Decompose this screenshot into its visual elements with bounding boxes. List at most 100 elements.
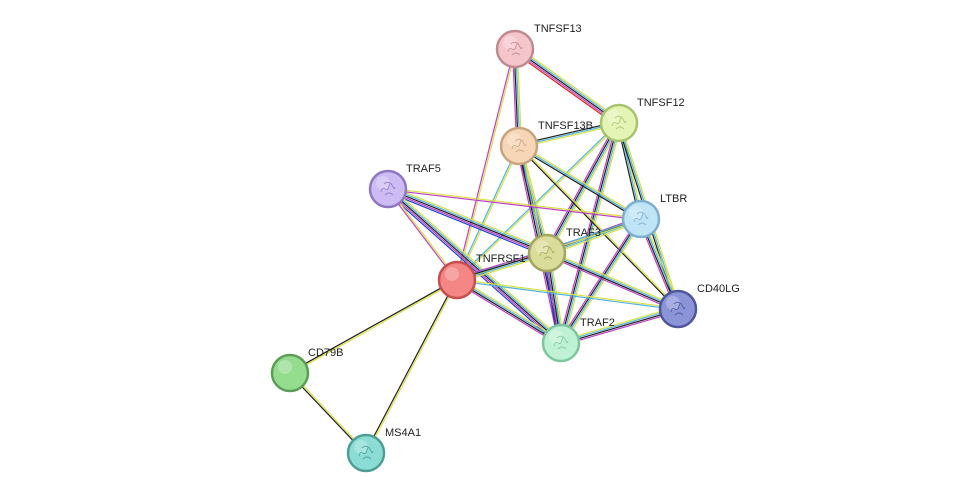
node-highlight	[549, 330, 563, 344]
node-label-tnfsf12: TNFSF12	[637, 97, 685, 109]
node-ms4a1[interactable]: MS4A1	[346, 427, 421, 473]
edge-evidence-line	[455, 281, 561, 346]
edge-tnfsf12-tnfrsf1[interactable]	[456, 121, 620, 282]
edge-evidence-line	[517, 146, 641, 221]
edge-evidence-line	[548, 123, 622, 255]
edge-evidence-line	[366, 280, 459, 454]
edge-evidence-line	[561, 309, 679, 345]
edge-tnfrsf1-traf2[interactable]	[455, 277, 563, 346]
edge-evidence-line	[545, 254, 678, 312]
node-tnfrsf1[interactable]: TNFRSF1	[437, 253, 526, 300]
node-tnfsf13[interactable]: TNFSF13	[495, 23, 582, 69]
edge-evidence-line	[559, 122, 619, 343]
edge-evidence-line	[389, 186, 564, 342]
edge-evidence-line	[364, 279, 457, 453]
edge-evidence-line	[562, 219, 644, 345]
node-highlight	[629, 206, 643, 220]
edge-traf5-traf3[interactable]	[386, 185, 549, 257]
edge-evidence-line	[558, 217, 640, 343]
edge-evidence-line	[457, 278, 679, 309]
edge-evidence-line	[513, 49, 619, 125]
node-label-tnfsf13b: TNFSF13B	[538, 120, 593, 132]
edge-evidence-line	[545, 122, 619, 253]
edge-evidence-line	[387, 188, 562, 344]
edge-tnfrsf1-cd79b[interactable]	[289, 278, 458, 375]
edge-evidence-line	[290, 280, 458, 375]
edge-tnfsf12-traf2[interactable]	[558, 122, 622, 344]
edge-evidence-line	[519, 145, 680, 309]
edge-traf3-cd40lg[interactable]	[545, 250, 680, 312]
edge-evidence-line	[456, 280, 561, 345]
edge-evidence-line	[387, 189, 547, 256]
edge-evidence-line	[515, 47, 621, 123]
edge-tnfsf13-tnfrsf1[interactable]	[455, 48, 517, 281]
node-highlight	[666, 296, 680, 310]
edge-evidence-line	[387, 188, 548, 254]
edge-tnfsf12-traf3[interactable]	[544, 121, 622, 255]
protein-structure-icon	[358, 445, 374, 460]
node-cd79b[interactable]: CD79B	[270, 347, 343, 393]
edge-tnfsf13b-cd40lg[interactable]	[517, 145, 680, 310]
edge-evidence-line	[388, 187, 642, 219]
node-traf2[interactable]: TRAF2	[541, 317, 615, 363]
protein-structure-icon	[611, 115, 627, 130]
edge-ltbr-traf2[interactable]	[558, 217, 644, 345]
protein-structure-icon	[553, 335, 569, 350]
edge-evidence-line	[561, 219, 643, 344]
node-tnfsf13b[interactable]: TNFSF13B	[499, 120, 593, 166]
node-tnfsf12[interactable]: TNFSF12	[599, 97, 685, 143]
edge-evidence-line	[457, 49, 517, 281]
node-label-traf3: TRAF3	[566, 227, 601, 239]
node-label-traf2: TRAF2	[580, 317, 615, 329]
node-cd40lg[interactable]: CD40LG	[658, 283, 740, 329]
edge-evidence-line	[388, 185, 549, 251]
edge-evidence-line	[558, 122, 618, 343]
edge-evidence-line	[560, 307, 678, 343]
node-highlight	[607, 110, 621, 124]
edge-evidence-line	[456, 121, 619, 280]
node-label-cd40lg: CD40LG	[697, 283, 740, 295]
edge-evidence-line	[512, 51, 618, 127]
edge-evidence-line	[519, 144, 643, 219]
edge-evidence-line	[547, 251, 679, 309]
node-label-tnfrsf1: TNFRSF1	[476, 253, 526, 265]
edge-evidence-line	[386, 189, 561, 345]
edge-evidence-line	[457, 123, 620, 282]
edge-tnfsf13-tnfsf12[interactable]	[512, 45, 622, 127]
edge-traf5-traf2[interactable]	[385, 186, 564, 346]
node-ltbr[interactable]: LTBR	[621, 193, 687, 239]
node-highlight	[535, 240, 549, 254]
protein-structure-icon	[670, 301, 686, 316]
edge-evidence-line	[388, 186, 548, 253]
edge-evidence-line	[386, 191, 547, 257]
edge-traf2-cd40lg[interactable]	[560, 306, 679, 346]
node-label-cd79b: CD79B	[308, 347, 343, 359]
edge-evidence-line	[387, 189, 641, 221]
protein-structure-icon	[507, 41, 523, 56]
edge-tnfsf13b-ltbr[interactable]	[517, 144, 643, 221]
protein-structure-icon	[380, 181, 396, 196]
edge-evidence-line	[561, 310, 679, 346]
protein-structure-icon	[511, 138, 527, 153]
edge-evidence-line	[547, 123, 621, 254]
node-label-ms4a1: MS4A1	[385, 427, 421, 439]
edge-evidence-line	[559, 218, 641, 343]
edge-traf5-ltbr[interactable]	[387, 187, 642, 221]
node-label-traf5: TRAF5	[406, 163, 441, 175]
edge-evidence-line	[547, 250, 680, 308]
node-highlight	[507, 133, 521, 147]
node-traf3[interactable]: TRAF3	[527, 227, 601, 273]
edge-evidence-line	[289, 278, 457, 373]
edge-evidence-line	[516, 45, 622, 121]
node-circle	[270, 353, 310, 393]
node-traf5[interactable]: TRAF5	[368, 163, 441, 209]
edge-tnfrsf1-ms4a1[interactable]	[364, 279, 459, 454]
edge-tnfrsf1-cd40lg[interactable]	[456, 278, 679, 311]
edge-evidence-line	[385, 190, 560, 346]
protein-structure-icon	[633, 211, 649, 226]
node-label-tnfsf13: TNFSF13	[534, 23, 582, 35]
node-highlight	[376, 176, 390, 190]
node-circle	[437, 260, 477, 300]
